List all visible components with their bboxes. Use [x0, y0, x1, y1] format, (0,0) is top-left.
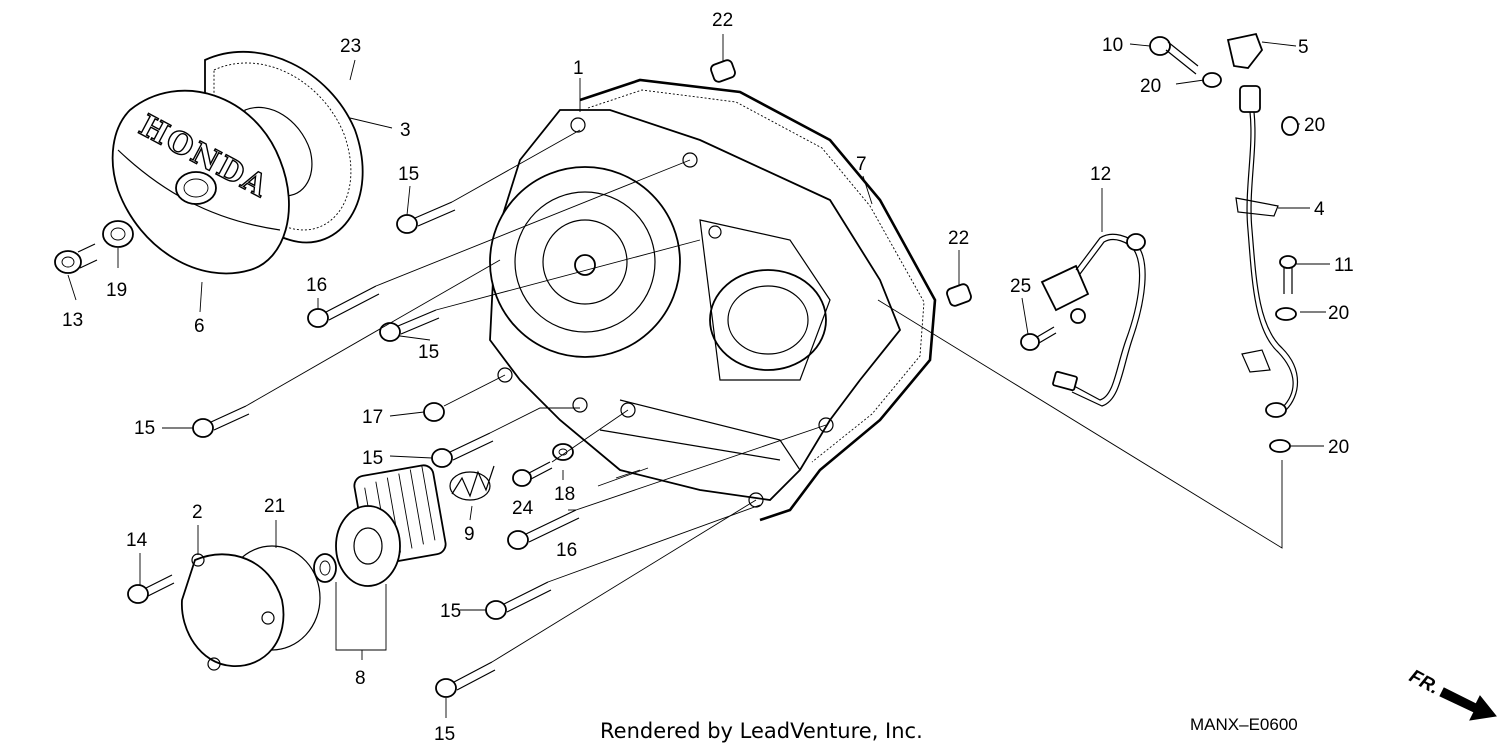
o-ring-part	[313, 553, 337, 583]
callout-17: 17	[362, 407, 383, 428]
cover-bolt-13-part	[54, 243, 98, 274]
washer-18-part	[552, 443, 574, 461]
bolt-24-part	[512, 461, 553, 487]
washer-20-a-part	[1281, 116, 1299, 136]
air-cleaner-cover-part: HONDA	[111, 51, 364, 275]
bolt-14-part	[127, 574, 175, 604]
callout-8: 8	[355, 668, 366, 689]
callout-20-top: 20	[1140, 76, 1161, 97]
callout-1: 1	[573, 58, 584, 79]
callout-6: 6	[194, 316, 205, 337]
callout-20-b: 20	[1328, 303, 1349, 324]
bolt-16-lower-part	[507, 509, 580, 550]
callout-15-low: 15	[440, 601, 461, 622]
callout-12: 12	[1090, 164, 1111, 185]
callout-22-right: 22	[948, 228, 969, 249]
cover-grommet-19-part	[102, 220, 134, 248]
callout-20-c: 20	[1328, 437, 1349, 458]
callout-21: 21	[264, 496, 285, 517]
callout-labels: 1 2 3 4 5 6 7 8 9 10 11 12 13 14 15 15 1…	[62, 10, 1354, 745]
bolt-15-left-part	[192, 405, 250, 438]
footer-credit: Rendered by LeadVenture, Inc.	[600, 719, 923, 743]
callout-23: 23	[340, 36, 361, 57]
leader-lines	[67, 34, 1330, 718]
callout-4: 4	[1314, 199, 1325, 220]
callout-15-bottom: 15	[434, 724, 455, 745]
front-marker-label: FR.	[1406, 666, 1443, 699]
bolt-15-center-part	[431, 432, 494, 468]
oil-filter-cover-2-part	[181, 553, 285, 671]
callout-22-upper: 22	[712, 10, 733, 31]
pulse-generator-12-part	[1040, 233, 1146, 407]
dowel-pin-22-upper-part	[710, 59, 736, 83]
front-direction-marker: FR.	[1406, 666, 1497, 721]
callout-15-center: 15	[362, 448, 383, 469]
bolt-15-upper-part	[396, 201, 456, 234]
washer-20-top-part	[1202, 72, 1222, 88]
oil-filter-8-part	[335, 464, 447, 587]
callout-14: 14	[126, 530, 148, 551]
callout-20-a: 20	[1304, 115, 1325, 136]
callout-16-left: 16	[306, 275, 327, 296]
callout-9: 9	[464, 524, 475, 545]
callout-25: 25	[1010, 276, 1031, 297]
crankcase-gasket-7-part	[579, 78, 937, 522]
oil-filter-spring-9-part	[449, 465, 495, 501]
callout-5: 5	[1298, 37, 1309, 58]
bolt-15-bottom-part	[435, 661, 496, 698]
sensor-wire-4-part	[1235, 85, 1298, 418]
bolt-11-part	[1279, 255, 1297, 294]
callout-15-upper: 15	[398, 164, 419, 185]
washer-20-c-part	[1269, 439, 1291, 453]
diagram-code: MANX–E0600	[1190, 715, 1298, 734]
front-arrow-icon	[1439, 687, 1497, 721]
callout-15-mid: 15	[418, 342, 439, 363]
bolt-15-low-part	[485, 581, 552, 620]
bolt-25-part	[1020, 326, 1057, 351]
callout-3: 3	[400, 120, 411, 141]
callout-15-left: 15	[134, 418, 155, 439]
bolt-15-mid-part	[379, 309, 440, 342]
callout-11: 11	[1334, 255, 1354, 276]
callout-10: 10	[1102, 35, 1123, 56]
callout-7: 7	[856, 154, 867, 175]
crankcase-cover-1-part	[489, 109, 902, 508]
callout-2: 2	[192, 502, 203, 523]
callout-16-lower: 16	[556, 540, 577, 561]
dowel-pin-22-right-part	[946, 283, 972, 307]
callout-24: 24	[512, 498, 534, 519]
callout-18: 18	[554, 484, 575, 505]
callout-19: 19	[106, 280, 127, 301]
callout-13: 13	[62, 310, 83, 331]
bolt-17-part	[423, 402, 445, 422]
washer-20-b-part	[1275, 307, 1297, 321]
stay-5-part	[1226, 32, 1264, 69]
bolt-10-part	[1149, 36, 1199, 75]
